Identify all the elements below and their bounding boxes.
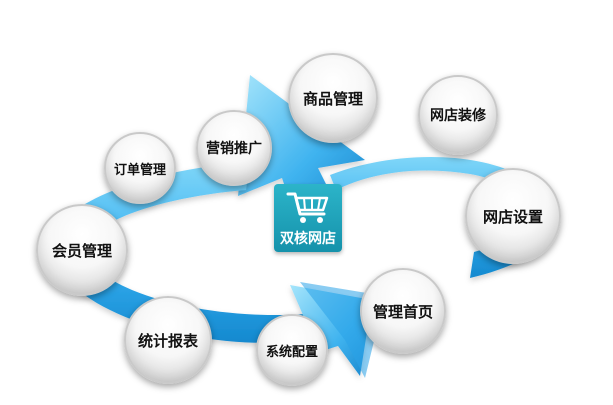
shopping-cart-icon: [286, 192, 329, 223]
node-marketing-label: 营销推广: [206, 141, 262, 157]
node-home[interactable]: 管理首页: [360, 268, 446, 354]
node-store-settings[interactable]: 网店设置: [465, 168, 561, 264]
node-system-config-label: 系统配置: [265, 344, 318, 360]
node-store-decor-label: 网店装修: [430, 108, 486, 124]
node-products[interactable]: 商品管理: [288, 53, 378, 143]
node-orders[interactable]: 订单管理: [104, 132, 176, 204]
node-home-label: 管理首页: [372, 302, 433, 321]
node-products-label: 商品管理: [302, 89, 363, 108]
node-statistics[interactable]: 统计报表: [124, 296, 212, 384]
node-store-decor[interactable]: 网店装修: [418, 75, 498, 155]
node-system-config[interactable]: 系统配置: [256, 314, 328, 386]
store-logo-label: 双核网店: [280, 231, 336, 247]
lower-arrow-band: [50, 162, 330, 343]
node-members-label: 会员管理: [51, 241, 112, 260]
node-members[interactable]: 会员管理: [36, 204, 128, 296]
node-statistics-label: 统计报表: [137, 331, 198, 350]
node-marketing[interactable]: 营销推广: [196, 110, 272, 186]
store-logo: 双核网店: [274, 184, 342, 252]
upper-arrowhead: [238, 75, 365, 208]
node-store-settings-label: 网店设置: [482, 207, 543, 226]
node-orders-label: 订单管理: [113, 162, 166, 178]
